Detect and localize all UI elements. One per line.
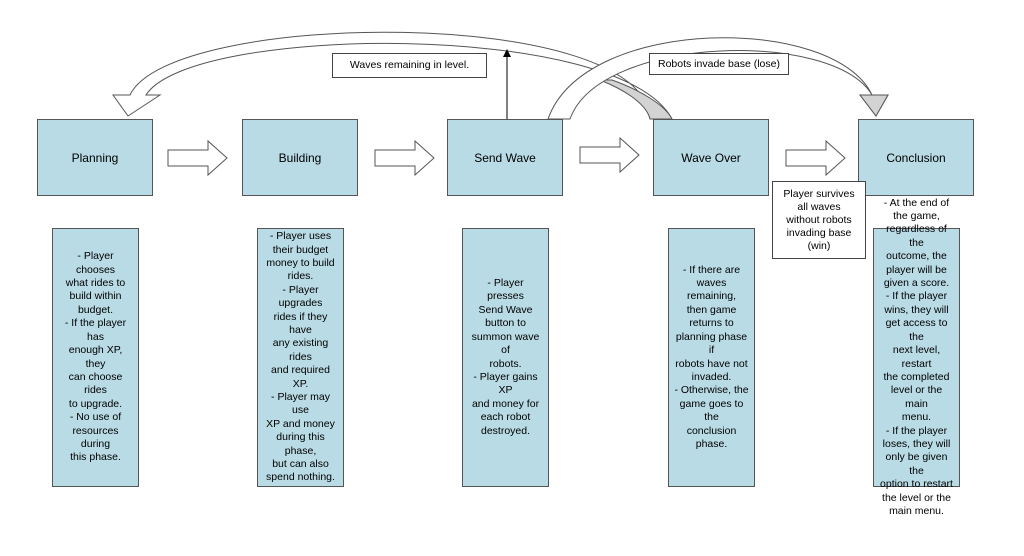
label-robots-invade: Robots invade base (lose): [649, 53, 789, 75]
phase-wave-over-label: Wave Over: [681, 150, 741, 165]
arrow-send-wave-to-wave-over: [579, 136, 640, 174]
curved-arrow-planning-tip: [599, 79, 673, 120]
curved-arrow-send-wave-to-conclusion: [547, 37, 889, 120]
desc-send-wave: - Player presses Send Wave button to sum…: [462, 228, 549, 487]
arrow-building-to-send-wave: [374, 139, 435, 177]
label-player-survives: Player survives all waves without robots…: [772, 181, 866, 259]
desc-wave-over: - If there are waves remaining, then gam…: [668, 228, 755, 487]
curved-arrow-conclusion-tip: [858, 94, 889, 117]
phase-wave-over: Wave Over: [653, 119, 769, 196]
thin-arrow-head: [503, 49, 511, 57]
arrow-planning-to-building: [167, 139, 228, 177]
phase-send-wave: Send Wave: [447, 119, 563, 196]
curved-arrow-wave-over-to-planning: [112, 31, 673, 120]
phase-conclusion-label: Conclusion: [886, 150, 946, 165]
phase-building-label: Building: [278, 150, 322, 165]
phase-conclusion: Conclusion: [858, 119, 974, 196]
phase-send-wave-label: Send Wave: [474, 150, 536, 165]
desc-planning: - Player chooses what rides to build wit…: [52, 228, 139, 487]
phase-planning: Planning: [37, 119, 153, 196]
phase-building: Building: [242, 119, 358, 196]
phase-planning-label: Planning: [71, 150, 119, 165]
arrow-wave-over-to-conclusion: [785, 139, 846, 177]
label-waves-remaining: Waves remaining in level.: [332, 53, 487, 78]
desc-conclusion: - At the end of the game, regardless of …: [873, 197, 960, 517]
desc-building: - Player uses their budget money to buil…: [257, 228, 344, 487]
